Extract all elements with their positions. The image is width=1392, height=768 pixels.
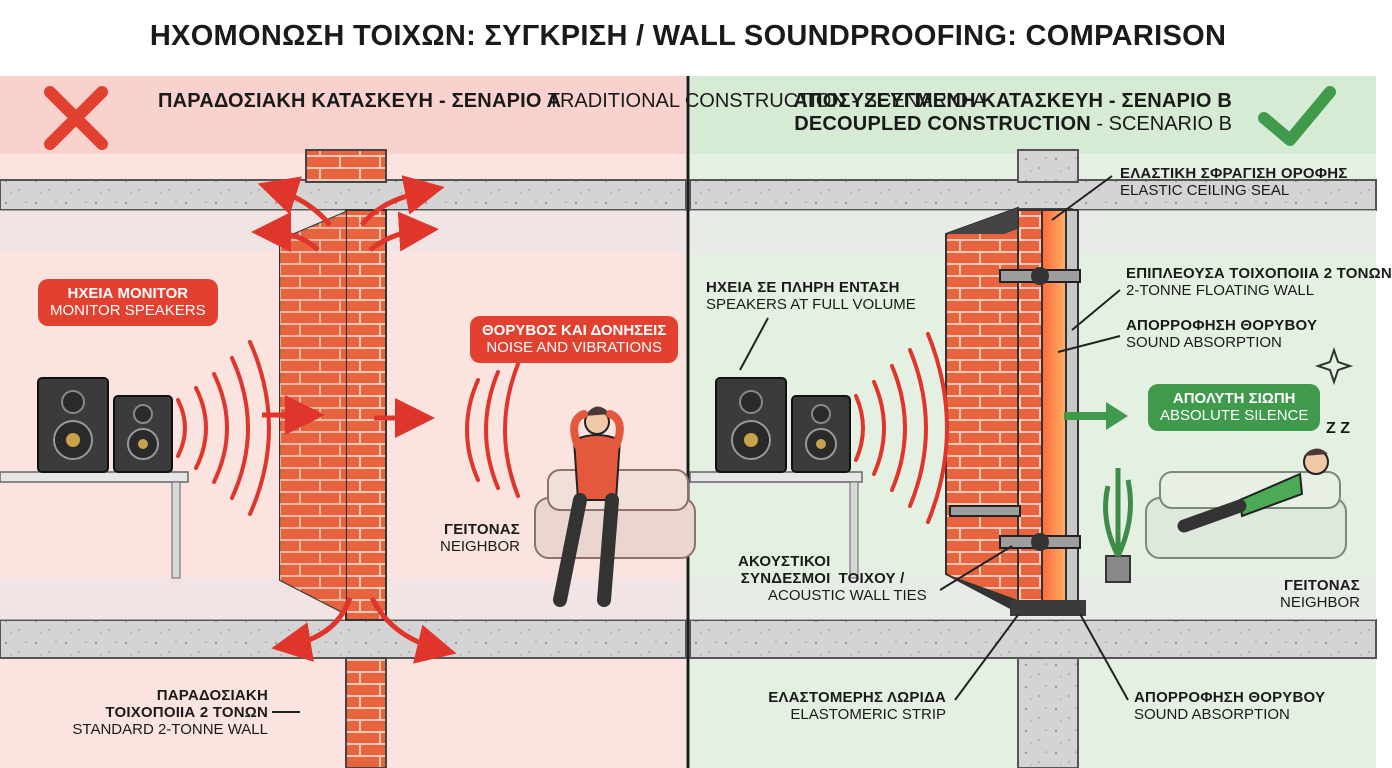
noise-arrows-a	[251, 175, 457, 664]
standard-wall-label: ΠΑΡΑΔΟΣΙΑΚΗ ΤΟΙΧΟΠΟΙΙΑ 2 ΤΟΝΩΝ STANDARD …	[60, 687, 268, 738]
scenario-b-heading-gr: ΑΠΟΣΥΖΕΥΓΜΕΝΗ ΚΑΤΑΣΚΕΥΗ - ΣΕΝΑΡΙΟ Β	[793, 90, 1232, 112]
standard-wall-gr-2: ΤΟΙΧΟΠΟΙΙΑ 2 ΤΟΝΩΝ	[105, 703, 268, 721]
full-volume-label: ΗΧΕΙΑ ΣΕ ΠΛΗΡΗ ΕΝΤΑΣΗ SPEAKERS AT FULL V…	[706, 279, 916, 314]
neighbor-label-a-gr: ΓΕΙΤΟΝΑΣ	[443, 521, 520, 538]
wall-ties-en: ACOUSTIC WALL TIES	[768, 586, 927, 604]
speaker-icon	[37, 377, 173, 473]
noise-label-gr: ΘΟΡΥΒΟΣ ΚΑΙ ΔΟΝΗΣΕΙΣ	[482, 322, 667, 339]
ceiling-seal-en: ELASTIC CEILING SEAL	[1120, 181, 1290, 199]
standard-wall-en: STANDARD 2-TONNE WALL	[72, 720, 268, 738]
floating-wall-gr: ΕΠΙΠΛΕΟΥΣΑ ΤΟΙΧΟΠΟΙΙΑ 2 ΤΟΝΩΝ	[1126, 265, 1392, 282]
sound-absorption-bottom-gr: ΑΠΟΡΡΟΦΗΣΗ ΘΟΡΥΒΟΥ	[1134, 689, 1326, 706]
neighbor-person-icon	[553, 406, 624, 607]
wall-ties-gr-2: ΣΥΝΔΕΣΜΟΙ	[740, 569, 831, 587]
speakers-label-gr: ΗΧΕΙΑ MONITOR	[67, 285, 189, 302]
wall-ties-gr-1: ΑΚΟΥΣΤΙΚΟΙ	[738, 553, 831, 570]
sparkle-icon	[1314, 346, 1354, 386]
floating-wall-en: 2-TONNE FLOATING WALL	[1126, 281, 1315, 299]
sound-absorption-top-gr: ΑΠΟΡΡΟΦΗΣΗ ΘΟΡΥΒΟΥ	[1126, 317, 1318, 334]
plant-icon	[1103, 468, 1133, 583]
silence-bubble: ΑΠΟΛΥΤΗ ΣΙΩΠΗ ABSOLUTE SILENCE	[1148, 384, 1321, 431]
scenario-a-structure	[0, 86, 696, 768]
page-title: ΗΧΟΜΟΝΩΣΗ ΤΟΙΧΩΝ: ΣΥΓΚΡΙΣΗ / WALL SOUNDP…	[149, 20, 1227, 52]
speakers-label-en: MONITOR SPEAKERS	[50, 302, 206, 320]
neighbor-label-a-en: NEIGHBOR	[440, 537, 521, 555]
scenario-a-heading-gr: ΠΑΡΑΔΟΣΙΑΚΗ ΚΑΤΑΣΚΕΥΗ - ΣΕΝΑΡΙΟ Α	[158, 90, 562, 112]
scenario-a-heading-en: TRADITIONAL CONSTRUCTION - SCENARIO A	[547, 90, 986, 112]
elastomeric-strip-label: ΕΛΑΣΤΟΜΕΡΗΣ ΛΩΡΙΔΑ ELASTOMERIC STRIP	[756, 689, 946, 724]
wall-ties-gr-3: ΤΟΙΧΟΥ /	[838, 569, 905, 587]
noise-label-en: NOISE AND VIBRATIONS	[486, 339, 662, 357]
wall-ties-label: ΑΚΟΥΣΤΙΚΟΙ ΣΥΝΔΕΣΜΟΙ ΤΟΙΧΟΥ / ACOUSTIC W…	[738, 553, 927, 604]
ceiling-seal-label: ΕΛΑΣΤΙΚΗ ΣΦΡΑΓΙΣΗ ΟΡΟΦΗΣ ELASTIC CEILING…	[1120, 165, 1348, 200]
relaxed-neighbor-icon	[1177, 448, 1329, 533]
silence-label-en: ABSOLUTE SILENCE	[1160, 407, 1309, 425]
speakers-bubble-a: ΗΧΕΙΑ MONITOR MONITOR SPEAKERS	[38, 279, 218, 326]
standard-wall-gr-1: ΠΑΡΑΔΟΣΙΑΚΗ	[156, 687, 268, 704]
scenario-b-heading-en-bold: DECOUPLED CONSTRUCTION	[794, 113, 1091, 135]
full-volume-en: SPEAKERS AT FULL VOLUME	[706, 295, 916, 313]
scenario-b-heading-en-rest: - SCENARIO B	[1090, 113, 1232, 135]
scenario-a-heading: ΠΑΡΑΔΟΣΙΑΚΗ ΚΑΤΑΣΚΕΥΗ - ΣΕΝΑΡΙΟ Α TRADIT…	[158, 90, 986, 113]
sound-waves-b	[854, 332, 949, 524]
elastomeric-strip-gr: ΕΛΑΣΤΟΜΕΡΗΣ ΛΩΡΙΔΑ	[768, 689, 946, 706]
neighbor-label-a: ΓΕΙΤΟΝΑΣ NEIGHBOR	[440, 521, 521, 556]
speaker-icon	[715, 377, 851, 473]
noise-bubble: ΘΟΡΥΒΟΣ ΚΑΙ ΔΟΝΗΣΕΙΣ NOISE AND VIBRATION…	[470, 316, 679, 363]
scenario-b-structure	[689, 86, 1377, 768]
wall-tie-icon	[949, 267, 1081, 551]
sound-absorption-top-en: SOUND ABSORPTION	[1126, 333, 1282, 351]
ceiling-seal-gr: ΕΛΑΣΤΙΚΗ ΣΦΡΑΓΙΣΗ ΟΡΟΦΗΣ	[1120, 165, 1348, 182]
sound-absorption-label-bottom: ΑΠΟΡΡΟΦΗΣΗ ΘΟΡΥΒΟΥ SOUND ABSORPTION	[1134, 689, 1326, 724]
neighbor-label-b-gr: ΓΕΙΤΟΝΑΣ	[1283, 577, 1360, 594]
elastomeric-strip-en: ELASTOMERIC STRIP	[790, 705, 946, 723]
sound-waves-a	[176, 340, 520, 516]
cross-icon	[44, 86, 108, 150]
check-icon	[1258, 86, 1336, 146]
sound-absorption-label-top: ΑΠΟΡΡΟΦΗΣΗ ΘΟΡΥΒΟΥ SOUND ABSORPTION	[1126, 317, 1318, 352]
sound-absorption-bottom-en: SOUND ABSORPTION	[1134, 705, 1290, 723]
neighbor-label-b: ΓΕΙΤΟΝΑΣ NEIGHBOR	[1254, 577, 1360, 612]
full-volume-gr: ΗΧΕΙΑ ΣΕ ΠΛΗΡΗ ΕΝΤΑΣΗ	[706, 279, 900, 296]
neighbor-label-b-en: NEIGHBOR	[1279, 593, 1360, 611]
scenario-b-heading: ΑΠΟΣΥΖΕΥΓΜΕΝΗ ΚΑΤΑΣΚΕΥΗ - ΣΕΝΑΡΙΟ Β DECO…	[792, 90, 1232, 136]
sleep-z-text: Z Z	[1326, 420, 1350, 437]
silence-label-gr: ΑΠΟΛΥΤΗ ΣΙΩΠΗ	[1172, 390, 1296, 407]
floating-wall-label: ΕΠΙΠΛΕΟΥΣΑ ΤΟΙΧΟΠΟΙΙΑ 2 ΤΟΝΩΝ 2-TONNE FL…	[1126, 265, 1392, 300]
